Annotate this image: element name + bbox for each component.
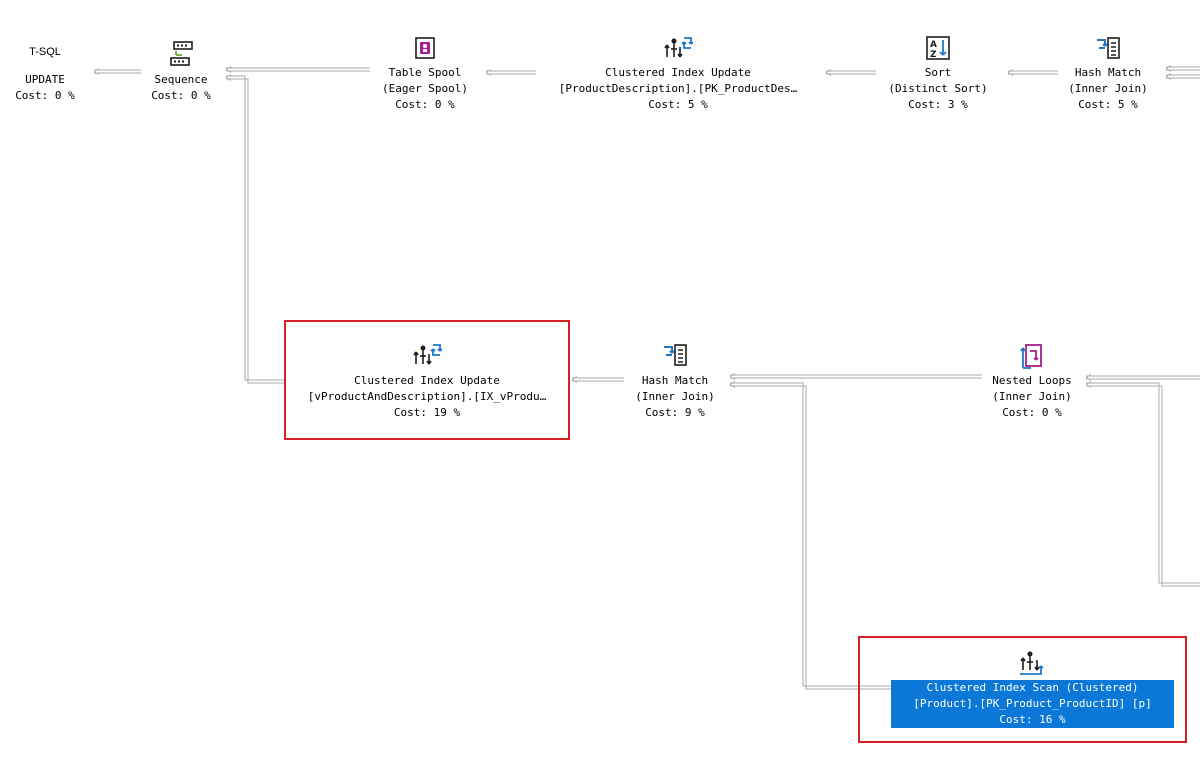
clustered-index-update-product-description-node[interactable]: Clustered Index Update [ProductDescripti… [537, 34, 819, 114]
clustered-index-update-icon [664, 37, 693, 58]
node-operation-label: Sequence [154, 73, 208, 86]
nested-loops-node[interactable]: Nested Loops (Inner Join) Cost: 0 % [982, 342, 1082, 422]
node-cost-label: Cost: 5 % [648, 98, 708, 111]
node-operation-label: Clustered Index Scan (Clustered) [926, 681, 1139, 694]
sequence-node[interactable]: Sequence Cost: 0 % [136, 38, 226, 106]
node-cost-label: Cost: 0 % [1002, 406, 1062, 419]
node-operation-label: Sort [924, 66, 952, 79]
node-cost-label: Cost: 16 % [999, 713, 1066, 726]
node-object-label: [Product].[PK_Product_ProductID] [p] [913, 697, 1152, 710]
node-detail-label: (Inner Join) [635, 390, 715, 403]
table-spool-node[interactable]: Table Spool (Eager Spool) Cost: 0 % [370, 34, 480, 114]
node-cost-label: Cost: 5 % [1078, 98, 1138, 111]
node-cost-label: Cost: 0 % [15, 89, 75, 102]
hash-match-icon [664, 344, 687, 366]
tsql-update-node[interactable]: T-SQL UPDATE Cost: 0 % [4, 44, 86, 108]
node-cost-label: Cost: 0 % [151, 89, 211, 102]
hash-match-top-node[interactable]: Hash Match (Inner Join) Cost: 5 % [1058, 34, 1158, 114]
clustered-index-update-icon [413, 344, 442, 365]
hash-match-icon [1097, 37, 1120, 59]
node-operation-label: UPDATE [25, 73, 65, 86]
node-cost-label: Cost: 19 % [393, 406, 461, 419]
hash-match-mid-node[interactable]: Hash Match (Inner Join) Cost: 9 % [625, 342, 725, 422]
node-cost-label: Cost: 3 % [908, 98, 968, 111]
node-object-label: [ProductDescription].[PK_ProductDes… [558, 82, 798, 95]
node-detail-label: (Eager Spool) [381, 82, 469, 95]
node-detail-label: (Inner Join) [992, 390, 1072, 403]
node-detail-label: (Distinct Sort) [888, 82, 988, 95]
selected-node-label: Clustered Index Scan (Clustered) [Produc… [891, 680, 1174, 728]
node-operation-label: Hash Match [641, 374, 709, 387]
svg-text:Z: Z [930, 50, 937, 60]
node-operation-label: Clustered Index Update [605, 66, 751, 79]
node-cost-label: Cost: 0 % [395, 98, 455, 111]
clustered-index-update-view-node[interactable]: Clustered Index Update [vProductAndDescr… [287, 342, 567, 422]
sequence-icon [170, 41, 193, 66]
tsql-label: T-SQL [29, 46, 61, 58]
table-spool-icon [415, 37, 435, 59]
node-detail-label: (Inner Join) [1068, 82, 1148, 95]
node-operation-label: Clustered Index Update [354, 374, 500, 387]
sort-icon: A Z [926, 36, 950, 60]
clustered-index-scan-icon [1019, 651, 1044, 675]
clustered-index-scan-node[interactable]: Clustered Index Scan (Clustered) [Produc… [891, 648, 1174, 728]
svg-text:A: A [930, 40, 937, 50]
node-operation-label: Nested Loops [992, 374, 1072, 387]
node-operation-label: Table Spool [388, 66, 462, 79]
node-cost-label: Cost: 9 % [645, 406, 705, 419]
node-operation-label: Hash Match [1074, 66, 1142, 79]
nested-loops-icon [1020, 344, 1042, 369]
sort-node[interactable]: A Z Sort (Distinct Sort) Cost: 3 % [876, 34, 1000, 114]
node-object-label: [vProductAndDescription].[IX_vProdu… [307, 390, 547, 403]
